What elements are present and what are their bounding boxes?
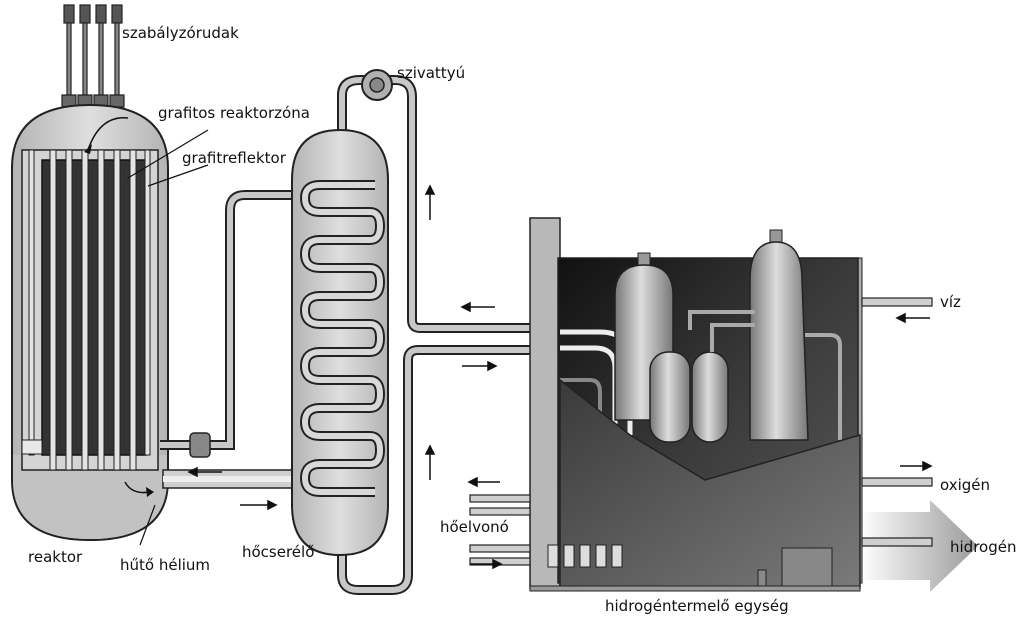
vents	[547, 544, 623, 568]
reactor-tank-large	[749, 229, 809, 441]
flow-arrows	[187, 184, 933, 570]
label-coolant-helium: hűtő hélium	[120, 556, 210, 574]
label-hydrogen-unit: hidrogéntermelő egység	[605, 597, 789, 615]
label-heat-exchanger: hőcserélő	[242, 543, 314, 561]
outlet-pipes	[469, 297, 933, 566]
label-heat-removal: hőelvonó	[440, 518, 509, 536]
hydrogen-plant	[529, 217, 863, 592]
pipe-reactor-to-exchanger-lower	[162, 469, 309, 489]
pump-loop	[337, 75, 530, 595]
label-oxygen: oxigén	[940, 476, 990, 494]
label-hydrogen: hidrogén	[950, 538, 1016, 556]
reactor-vessel	[11, 103, 169, 542]
label-pump: szivattyú	[397, 64, 465, 82]
label-water: víz	[940, 293, 961, 311]
control-rods	[61, 4, 125, 108]
leader-lines	[127, 129, 209, 546]
label-graphite-reflector: grafitreflektor	[182, 149, 287, 167]
label-reactor: reaktor	[28, 548, 83, 566]
label-control-rods: szabályzórudak	[122, 24, 239, 42]
pipe-reactor-to-exchanger-upper	[160, 190, 320, 450]
heat-exchanger	[291, 128, 389, 557]
pump-icon	[361, 69, 393, 101]
helium-circulator	[189, 432, 211, 458]
label-graphite-core: grafitos reaktorzóna	[158, 104, 310, 122]
